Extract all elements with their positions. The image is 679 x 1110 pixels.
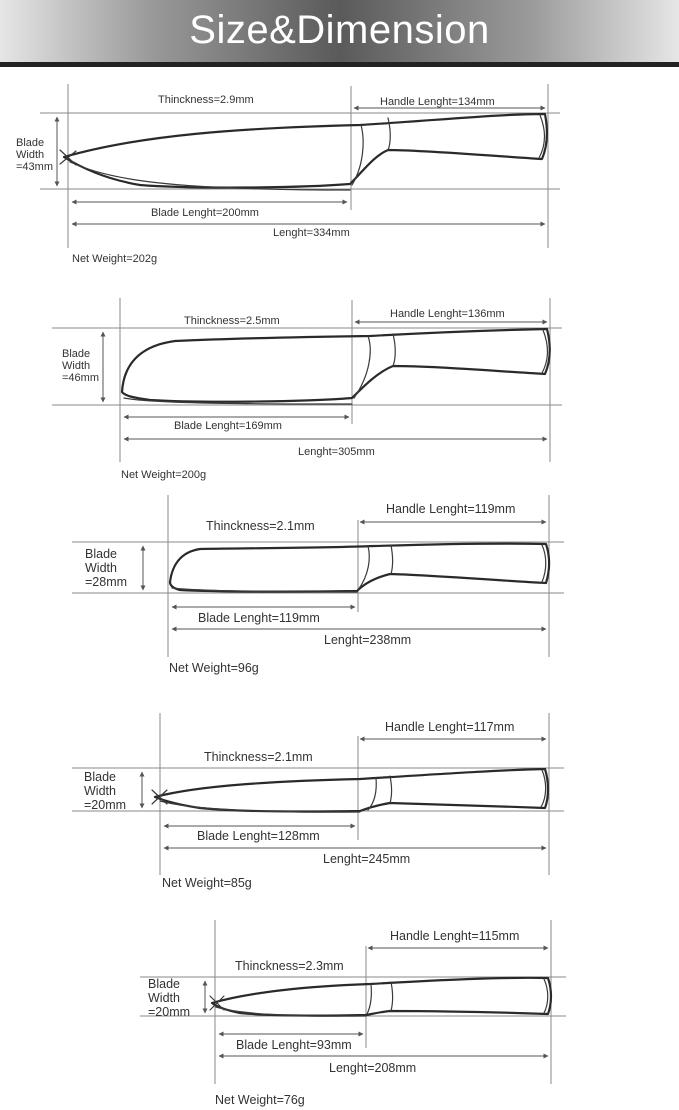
header-divider	[0, 62, 679, 67]
knife-1-width-label-line-3: =43mm	[16, 161, 53, 173]
knife-1-width-label-line-1: Blade	[16, 137, 44, 149]
knife-3-weight-label: Net Weight=96g	[169, 661, 259, 675]
knife-1-length-label: Lenght=334mm	[273, 227, 350, 239]
knife-2-width-label-line-3: =46mm	[62, 372, 99, 384]
knife-4-diagram: Thinckness=2.1mm Handle Lenght=117mm Bla…	[72, 713, 564, 890]
knife-5-diagram: Thinckness=2.3mm Handle Lenght=115mm Bla…	[140, 920, 566, 1107]
knife-3-thickness-label: Thinckness=2.1mm	[206, 519, 315, 533]
knife-3-handle-label: Handle Lenght=119mm	[386, 502, 515, 516]
knife-2-weight-label: Net Weight=200g	[121, 469, 206, 481]
knife-2-thickness-label: Thinckness=2.5mm	[184, 315, 280, 327]
knife-4-outline	[151, 767, 550, 813]
knife-3-length-label: Lenght=238mm	[324, 633, 411, 647]
knife-2-width-label-line-2: Width	[62, 360, 90, 372]
knife-1-outline	[59, 112, 549, 191]
knife-3-width-label-line-1: Blade	[85, 547, 117, 561]
page-title: Size&Dimension	[189, 8, 490, 52]
knife-5-width-label-line-1: Blade	[148, 977, 180, 991]
header-banner: Size&Dimension	[0, 0, 679, 62]
knife-2-width-label-line-1: Blade	[62, 348, 90, 360]
knife-2-guides	[52, 298, 562, 462]
knife-4-blade-label: Blade Lenght=128mm	[197, 829, 320, 843]
knife-5-width-label-line-3: =20mm	[148, 1005, 190, 1019]
knife-4-width-label-line-1: Blade	[84, 770, 116, 784]
knife-5-outline	[209, 976, 553, 1017]
knife-3-diagram: Thinckness=2.1mm Handle Lenght=119mm Bla…	[72, 495, 564, 675]
knife-4-weight-label: Net Weight=85g	[162, 876, 252, 890]
knife-4-guides	[72, 713, 564, 875]
knife-2-handle-label: Handle Lenght=136mm	[390, 308, 505, 320]
knife-1-diagram: Thinckness=2.9mm Handle Lenght=134mm Bla…	[16, 84, 560, 265]
knife-1-blade-label: Blade Lenght=200mm	[151, 207, 259, 219]
knife-3-guides	[72, 495, 564, 657]
knife-2-diagram: Thinckness=2.5mm Handle Lenght=136mm Bla…	[52, 298, 562, 481]
knife-1-guides	[40, 84, 560, 248]
knife-2-outline	[120, 327, 551, 405]
knife-1-weight-label: Net Weight=202g	[72, 253, 157, 265]
knife-2-blade-label: Blade Lenght=169mm	[174, 420, 282, 432]
knife-5-weight-label: Net Weight=76g	[215, 1093, 305, 1107]
knife-3-blade-label: Blade Lenght=119mm	[198, 611, 320, 625]
knife-1-handle-label: Handle Lenght=134mm	[380, 96, 495, 108]
knife-5-guides	[140, 920, 566, 1084]
knife-4-thickness-label: Thinckness=2.1mm	[204, 750, 313, 764]
knife-5-length-label: Lenght=208mm	[329, 1061, 416, 1075]
knife-2-length-label: Lenght=305mm	[298, 446, 375, 458]
knife-1-thickness-label: Thinckness=2.9mm	[158, 94, 254, 106]
knife-3-width-label-line-2: Width	[85, 561, 117, 575]
knife-5-blade-label: Blade Lenght=93mm	[236, 1038, 352, 1052]
knife-3-outline	[168, 542, 551, 593]
knife-5-handle-label: Handle Lenght=115mm	[390, 929, 519, 943]
knife-5-thickness-label: Thinckness=2.3mm	[235, 959, 344, 973]
knife-3-width-label-line-3: =28mm	[85, 575, 127, 589]
knife-4-width-label-line-2: Width	[84, 784, 116, 798]
knife-4-length-label: Lenght=245mm	[323, 852, 410, 866]
knife-5-width-label-line-2: Width	[148, 991, 180, 1005]
knife-1-width-label-line-2: Width	[16, 149, 44, 161]
knife-4-width-label-line-3: =20mm	[84, 798, 126, 812]
knife-4-handle-label: Handle Lenght=117mm	[385, 720, 514, 734]
